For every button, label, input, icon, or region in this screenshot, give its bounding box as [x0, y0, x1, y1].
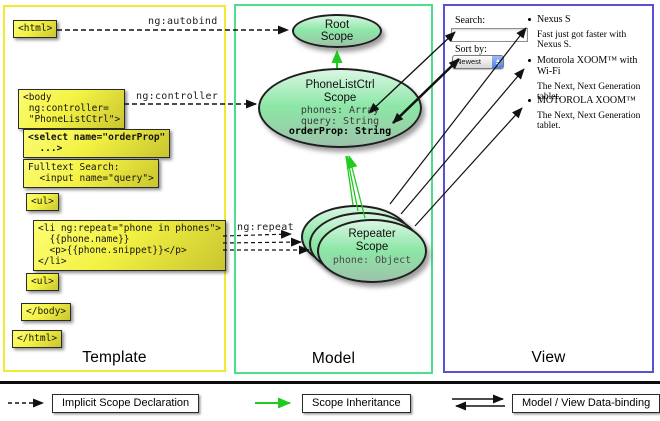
phone-name: Nexus S — [537, 14, 571, 25]
bullet-icon — [528, 18, 531, 21]
code-li-repeat: <li ng:repeat="phone in phones"> {{phone… — [33, 220, 227, 271]
ng-autobind-label: ng:autobind — [148, 16, 218, 27]
search-input[interactable] — [451, 28, 528, 42]
legend-divider — [0, 381, 660, 384]
select-stepper-icon — [492, 56, 503, 68]
legend-scope-inheritance: Scope Inheritance — [302, 394, 411, 413]
sort-by-selected-value: Newest — [456, 57, 482, 66]
scope-prop-orderprop: orderProp: String — [288, 126, 392, 137]
phone-list-item: Motorola XOOM™ with Wi-Fi The Next, Next… — [528, 55, 652, 102]
ng-repeat-label: ng:repeat — [237, 222, 294, 233]
scope-prop-phones: phones: Array — [300, 105, 380, 116]
phone-name: MOTOROLA XOOM™ — [537, 95, 636, 106]
root-scope-title: Root Scope — [320, 18, 354, 44]
code-ul-open: <ul> — [26, 193, 59, 211]
code-fulltext-search: Fulltext Search: <input name="query"> — [23, 159, 159, 188]
code-html-open: <html> — [13, 20, 58, 38]
code-html-close: </html> — [12, 330, 63, 348]
legend-implicit-scope-declaration: Implicit Scope Declaration — [52, 394, 200, 413]
view-column-label: View — [531, 349, 566, 366]
code-body-close: </body> — [21, 303, 72, 321]
model-column — [234, 4, 433, 374]
phone-snippet: Fast just got faster with Nexus S. — [537, 30, 627, 50]
legend-model-view-databinding: Model / View Data-binding — [512, 394, 660, 413]
root-scope-ellipse: Root Scope — [292, 14, 382, 48]
search-label: Search: — [455, 15, 485, 26]
template-column-label: Template — [82, 349, 147, 366]
phone-snippet: The Next, Next Generation tablet. — [537, 111, 641, 131]
model-column-label: Model — [311, 350, 356, 367]
ng-controller-label: ng:controller — [136, 91, 219, 102]
repeater-scope-ellipse: Repeater Scope phone: Object — [317, 219, 427, 283]
scope-prop-phone: phone: Object — [332, 255, 412, 266]
phonelistctrl-scope-ellipse: PhoneListCtrl Scope phones: Array query:… — [258, 68, 422, 148]
bullet-icon — [528, 59, 531, 62]
repeater-scope-title: Repeater Scope — [348, 228, 396, 253]
phone-list-item: MOTOROLA XOOM™ The Next, Next Generation… — [528, 95, 652, 131]
phone-list-item: Nexus S Fast just got faster with Nexus … — [528, 14, 652, 50]
code-body-open: <body ng:controller= "PhoneListCtrl"> — [18, 89, 126, 129]
phonelistctrl-scope-title: PhoneListCtrl Scope — [305, 79, 375, 104]
code-select-orderprop: <select name="orderProp" ...> — [23, 129, 171, 158]
phone-snippet: The Next, Next Generation tablet. — [537, 82, 641, 102]
scope-prop-query: query: String — [300, 115, 380, 127]
sort-by-select[interactable]: Newest — [452, 55, 504, 69]
bullet-icon — [528, 99, 531, 102]
sort-by-label: Sort by: — [455, 44, 487, 55]
phone-name: Motorola XOOM™ with Wi-Fi — [537, 55, 638, 77]
code-ul-close: <ul> — [26, 273, 59, 291]
